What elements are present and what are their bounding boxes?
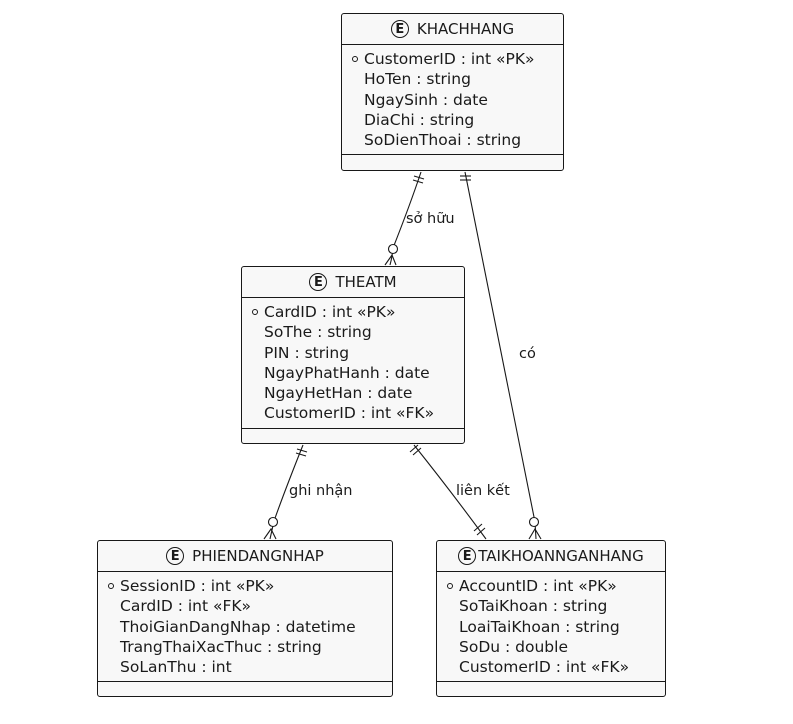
entity-footer	[342, 154, 563, 163]
attribute: NgaySinh : date	[364, 90, 488, 109]
entity-badge-icon: E	[390, 20, 409, 38]
line-lien-ket	[413, 444, 487, 540]
entity-header: E PHIENDANGNHAP	[98, 541, 392, 572]
attribute: SoLanThu : int	[120, 658, 232, 677]
attribute-primary-key: CustomerID : int «PK»	[352, 49, 557, 69]
key-bullet-icon	[447, 583, 453, 589]
attribute: NgayPhatHanh : date	[264, 363, 430, 382]
attribute: CardID : int «FK»	[120, 597, 252, 616]
attribute-list: CustomerID : int «PK» HoTen : string Nga…	[342, 45, 563, 154]
attribute: HoTen : string	[364, 70, 471, 89]
attribute: LoaiTaiKhoan : string	[459, 617, 620, 636]
attribute: SoDu : double	[459, 637, 568, 656]
attribute: CustomerID : int «FK»	[264, 404, 435, 423]
attribute: SoTaiKhoan : string	[459, 597, 608, 616]
attribute: DiaChi : string	[364, 110, 475, 129]
attribute: SoThe : string	[264, 323, 372, 342]
attribute-primary-key: AccountID : int «PK»	[447, 576, 659, 596]
relationship-label-ghi-nhan: ghi nhận	[289, 483, 353, 499]
relationship-label-co: có	[519, 346, 536, 362]
attribute: SoDienThoai : string	[364, 131, 522, 150]
entity-footer	[437, 681, 665, 690]
attribute-list: SessionID : int «PK» CardID : int «FK» T…	[98, 572, 392, 681]
entity-header: E TAIKHOANNGANHANG	[437, 541, 665, 572]
entity-taikhoannganhang[interactable]: E TAIKHOANNGANHANG AccountID : int «PK» …	[436, 540, 666, 697]
key-bullet-icon	[352, 56, 358, 62]
entity-badge-icon: E	[458, 547, 477, 565]
line-co	[464, 171, 537, 540]
entity-name: KHACHHANG	[416, 20, 515, 38]
entity-badge-icon: E	[309, 273, 328, 291]
entity-header: E THEATM	[242, 267, 464, 298]
attribute: NgayHetHan : date	[264, 384, 413, 403]
entity-footer	[98, 681, 392, 690]
entity-khachhang[interactable]: E KHACHHANG CustomerID : int «PK» HoTen …	[341, 13, 564, 171]
entity-theatm[interactable]: E THEATM CardID : int «PK» SoThe : strin…	[241, 266, 465, 444]
entity-phiendangnhap[interactable]: E PHIENDANGNHAP SessionID : int «PK» Car…	[97, 540, 393, 697]
entity-footer	[242, 427, 464, 437]
attribute-list: AccountID : int «PK» SoTaiKhoan : string…	[437, 572, 665, 681]
relationship-label-lien-ket: liên kết	[456, 483, 510, 499]
attribute: CustomerID : int «FK»	[459, 658, 630, 677]
key-bullet-icon	[108, 583, 114, 589]
relationship-label-so-huu: sở hữu	[406, 211, 455, 227]
entity-name: TAIKHOANNGANHANG	[478, 547, 644, 565]
entity-name: PHIENDANGNHAP	[192, 547, 324, 565]
attribute: TrangThaiXacThuc : string	[120, 637, 322, 656]
entity-badge-icon: E	[166, 547, 185, 565]
attribute: ThoiGianDangNhap : datetime	[120, 617, 356, 636]
entity-name: THEATM	[335, 273, 397, 291]
attribute: PIN : string	[264, 343, 350, 362]
attribute-list: CardID : int «PK» SoThe : string PIN : s…	[242, 298, 464, 428]
entity-header: E KHACHHANG	[342, 14, 563, 45]
attribute-primary-key: SessionID : int «PK»	[108, 576, 386, 596]
attribute-primary-key: CardID : int «PK»	[252, 302, 458, 322]
key-bullet-icon	[252, 309, 258, 315]
